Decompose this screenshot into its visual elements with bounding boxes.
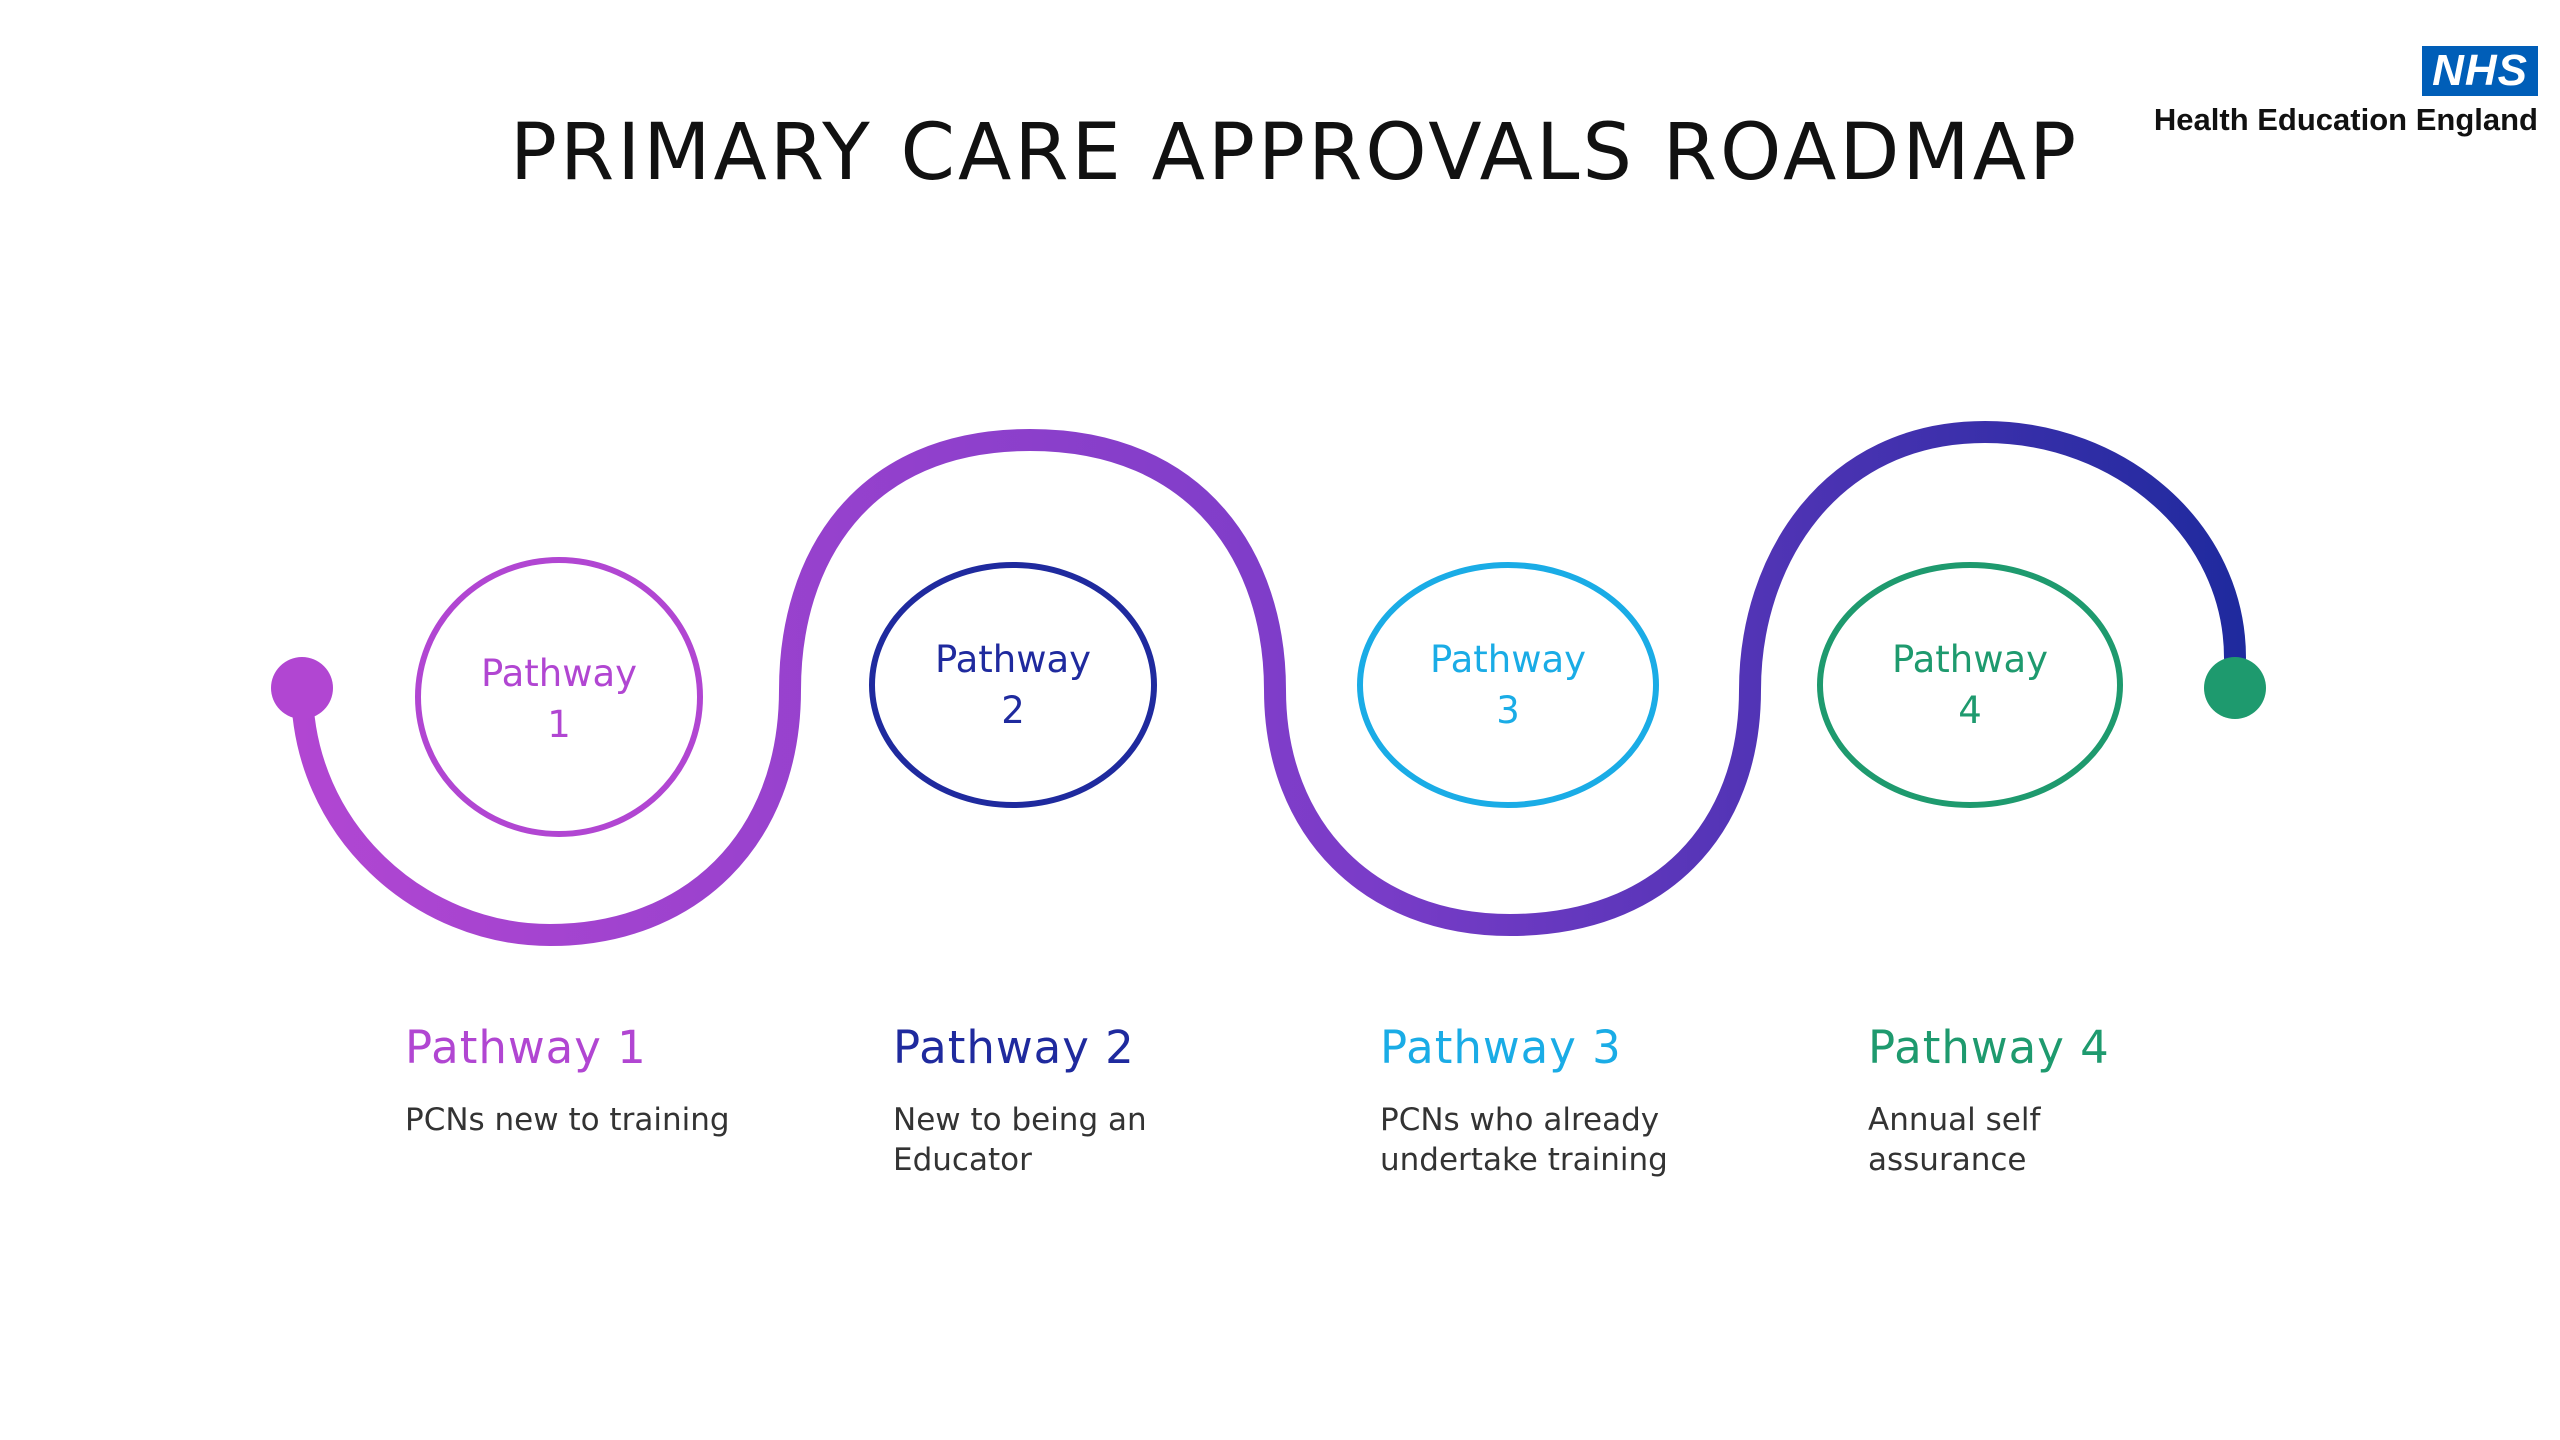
pathway-circle-4-number: 4 [1958,689,1982,732]
pathway-circle-4: Pathway 4 [1817,562,2123,808]
pathway-1-description: PCNs new to training [405,1102,730,1138]
pathway-1-column: Pathway 1 PCNs new to training [405,1018,825,1140]
roadmap-start-dot [271,657,333,719]
pathway-4-description: Annual self assurance [1868,1102,2041,1178]
pathway-circle-1-label: Pathway [481,652,637,695]
roadmap-end-dot [2204,657,2266,719]
pathway-4-column: Pathway 4 Annual self assurance [1868,1018,2288,1180]
pathway-1-heading: Pathway 1 [405,1021,647,1074]
pathway-circle-1-number: 1 [547,703,571,746]
pathway-2-description: New to being an Educator [893,1102,1147,1178]
pathway-4-heading: Pathway 4 [1868,1021,2110,1074]
pathway-circle-2-label: Pathway [935,638,1091,681]
pathway-2-column: Pathway 2 New to being an Educator [893,1018,1313,1180]
pathway-circle-3: Pathway 3 [1357,562,1659,808]
pathway-circle-2-number: 2 [1001,689,1025,732]
pathway-circle-1: Pathway 1 [415,557,703,837]
pathway-circle-3-label: Pathway [1430,638,1586,681]
nhs-logo-badge: NHS [2422,46,2538,96]
pathway-circle-4-label: Pathway [1892,638,2048,681]
nhs-hee-logo: NHS Health Education England [2118,46,2538,138]
pathway-3-description: PCNs who already undertake training [1380,1102,1668,1178]
pathway-3-heading: Pathway 3 [1380,1021,1622,1074]
pathway-2-heading: Pathway 2 [893,1021,1135,1074]
pathway-circle-2: Pathway 2 [869,562,1157,808]
roadmap-curve [291,420,2246,947]
pathway-circle-3-number: 3 [1496,689,1520,732]
page-title: PRIMARY CARE APPROVALS ROADMAP [510,108,2080,198]
pathway-3-column: Pathway 3 PCNs who already undertake tra… [1380,1018,1800,1180]
logo-organisation-name: Health Education England [2153,102,2538,137]
